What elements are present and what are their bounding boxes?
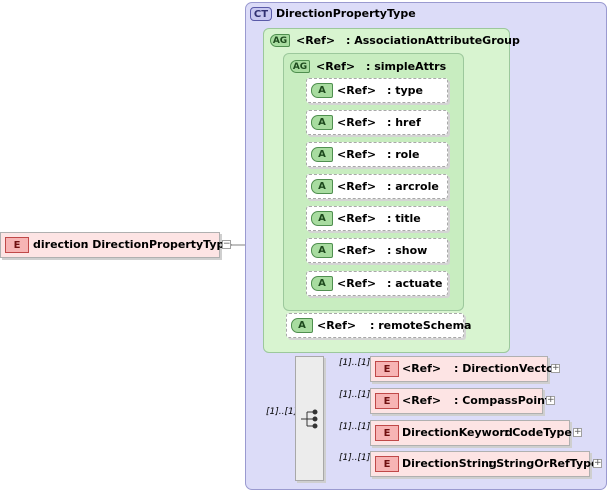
attribute-ref: <Ref> bbox=[317, 319, 357, 332]
attribute-show[interactable] bbox=[306, 238, 448, 263]
attribute-name: : role bbox=[387, 148, 420, 161]
simple-attrs-badge: AG bbox=[290, 60, 310, 73]
association-group-ref: <Ref> bbox=[296, 34, 336, 47]
element-ref: DirectionString bbox=[402, 457, 497, 470]
simple-attrs-ref: <Ref> bbox=[316, 60, 356, 73]
element-cardinality: [1]..[1] bbox=[339, 453, 371, 463]
element-direction-string[interactable] bbox=[370, 451, 590, 477]
attribute-ref: <Ref> bbox=[337, 212, 377, 225]
collapse-button[interactable]: − bbox=[222, 239, 231, 249]
expand-button[interactable]: + bbox=[546, 395, 555, 405]
attribute-ref: <Ref> bbox=[337, 84, 377, 97]
element-badge: E bbox=[5, 237, 29, 253]
element-badge: E bbox=[375, 425, 399, 441]
element-cardinality: [1]..[1] bbox=[339, 358, 371, 368]
attribute-ref: <Ref> bbox=[337, 277, 377, 290]
attribute-name: : type bbox=[387, 84, 423, 97]
attribute-name: : arcrole bbox=[387, 180, 439, 193]
element-name: : DirectionVector bbox=[454, 362, 560, 375]
attribute-name: : href bbox=[387, 116, 421, 129]
attribute-badge: A bbox=[311, 115, 333, 130]
attribute-badge: A bbox=[311, 243, 333, 258]
attribute-ref: <Ref> bbox=[337, 148, 377, 161]
element-cardinality: [1]..[1] bbox=[339, 390, 371, 400]
attribute-ref: <Ref> bbox=[337, 244, 377, 257]
element-cardinality: [1]..[1] bbox=[339, 422, 371, 432]
complex-type-badge: CT bbox=[250, 7, 272, 21]
expand-button[interactable]: + bbox=[573, 427, 582, 437]
element-badge: E bbox=[375, 393, 399, 409]
expand-button[interactable]: + bbox=[593, 458, 602, 468]
sequence-compositor[interactable] bbox=[295, 356, 324, 481]
association-group-name: : AssociationAttributeGroup bbox=[346, 34, 520, 47]
simple-attrs-name: : simpleAttrs bbox=[366, 60, 447, 73]
sequence-icon bbox=[301, 409, 318, 429]
root-element-type: : DirectionPropertyType bbox=[84, 238, 232, 251]
element-ref: <Ref> bbox=[402, 362, 442, 375]
expand-button[interactable]: + bbox=[551, 363, 560, 373]
attribute-ref: <Ref> bbox=[337, 180, 377, 193]
element-name: : CodeType bbox=[504, 426, 572, 439]
attribute-name: : remoteSchema bbox=[370, 319, 472, 332]
element-name: : StringOrRefType bbox=[488, 457, 599, 470]
attribute-remote-schema[interactable] bbox=[286, 313, 464, 338]
element-badge: E bbox=[375, 361, 399, 377]
attribute-name: : show bbox=[387, 244, 428, 257]
attribute-badge: A bbox=[311, 179, 333, 194]
attribute-name: : title bbox=[387, 212, 421, 225]
attribute-badge: A bbox=[311, 83, 333, 98]
element-name: : CompassPoint bbox=[454, 394, 551, 407]
element-ref: <Ref> bbox=[402, 394, 442, 407]
attribute-ref: <Ref> bbox=[337, 116, 377, 129]
element-ref: DirectionKeyword bbox=[402, 426, 513, 439]
complex-type-title: DirectionPropertyType bbox=[276, 7, 416, 20]
association-group-badge: AG bbox=[270, 34, 290, 47]
element-badge: E bbox=[375, 456, 399, 472]
attribute-name: : actuate bbox=[387, 277, 443, 290]
root-element-name: direction bbox=[33, 238, 89, 251]
attribute-badge: A bbox=[291, 318, 313, 333]
root-element-direction[interactable] bbox=[0, 232, 220, 258]
sequence-cardinality: [1]..[1] bbox=[266, 407, 298, 417]
attribute-badge: A bbox=[311, 276, 333, 291]
attribute-badge: A bbox=[311, 211, 333, 226]
attribute-badge: A bbox=[311, 147, 333, 162]
element-direction-keyword[interactable] bbox=[370, 420, 570, 446]
element-direction-vector[interactable] bbox=[370, 356, 548, 382]
